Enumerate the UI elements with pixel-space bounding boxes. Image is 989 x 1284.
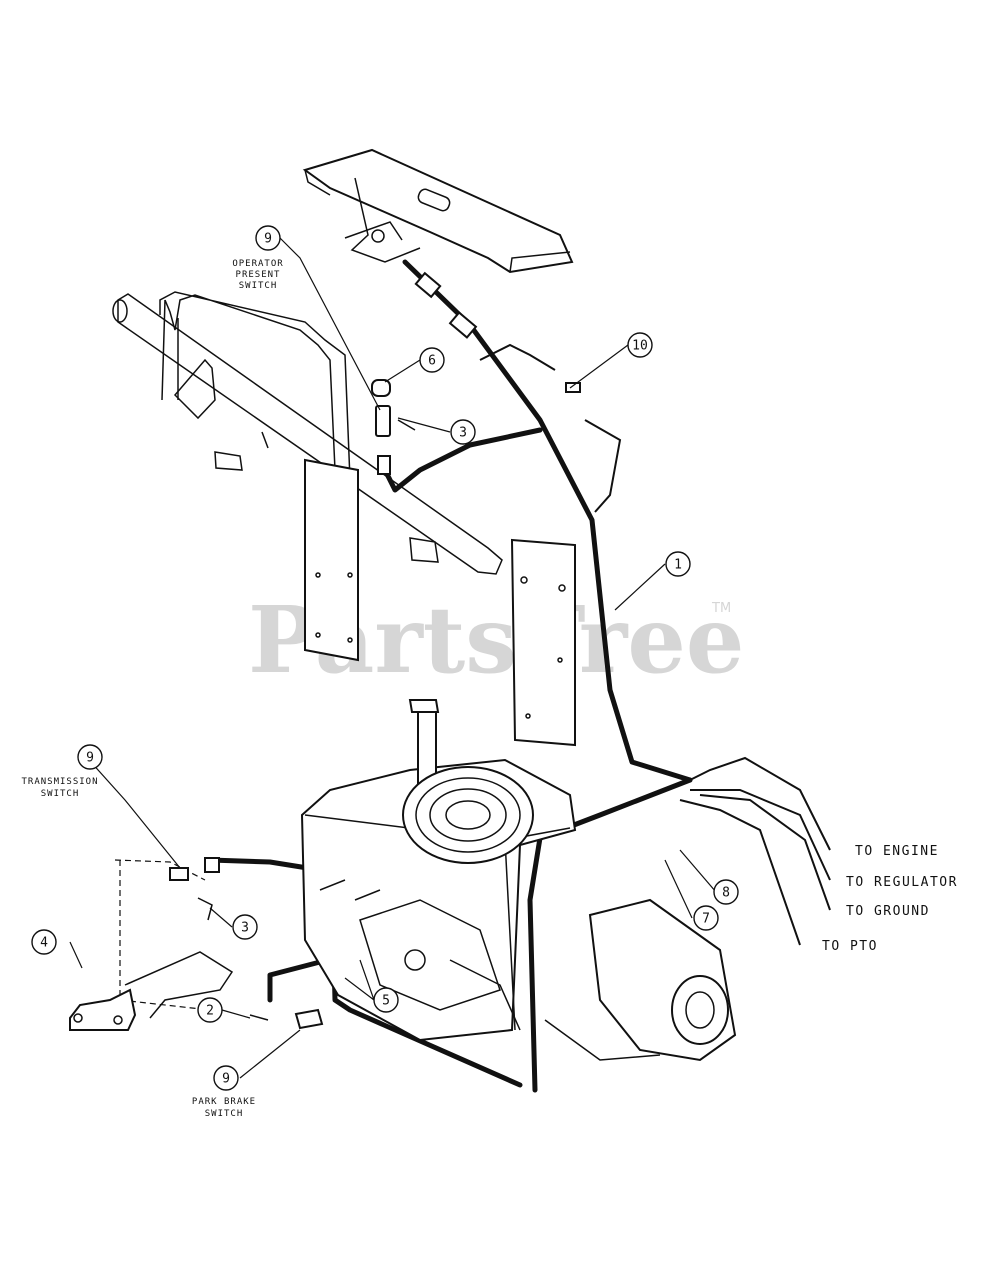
svg-text:TRANSMISSION: TRANSMISSION [21,777,98,787]
callout-4: 4 [31,929,57,955]
callout-3-mid: 3 [232,914,258,940]
leader-lines [69,237,717,1079]
svg-text:SWITCH: SWITCH [205,1109,244,1119]
park-brake-switch-label: PARK BRAKE SWITCH [192,1097,256,1119]
svg-text:PRESENT: PRESENT [236,270,281,280]
svg-text:3: 3 [459,426,467,441]
callout-3-top: 3 [450,419,476,445]
operator-present-switch-label: OPERATOR PRESENT SWITCH [232,259,283,291]
svg-text:SWITCH: SWITCH [239,281,278,291]
svg-text:2: 2 [206,1004,214,1019]
svg-text:3: 3 [241,921,249,936]
callout-6: 6 [419,347,445,373]
callout-1: 1 [665,551,691,577]
svg-text:4: 4 [40,936,48,951]
svg-text:PARK BRAKE: PARK BRAKE [192,1097,256,1107]
callout-10: 10 [627,332,653,358]
svg-text:1: 1 [674,558,682,573]
callout-8: 8 [713,879,739,905]
svg-text:6: 6 [428,354,436,369]
seat-plates [214,451,576,747]
to-engine-label: TO ENGINE [855,844,939,859]
engine-block [300,699,577,1042]
svg-text:9: 9 [86,751,94,766]
connectors [204,271,581,873]
transaxle [544,898,737,1062]
callout-7: 7 [693,905,719,931]
operator-switch [371,379,416,437]
callout-9-park: 9 [213,1065,239,1091]
callout-9-transmission: 9 [77,744,103,770]
svg-text:SWITCH: SWITCH [41,789,80,799]
to-regulator-label: TO REGULATOR [846,875,958,890]
svg-text:OPERATOR: OPERATOR [232,259,283,269]
transmission-switch-label: TRANSMISSION SWITCH [21,777,98,799]
to-pto-label: TO PTO [822,939,878,954]
svg-text:8: 8 [722,886,730,901]
watermark-trademark: TM [711,601,731,616]
callout-9-operator: 9 [255,225,281,251]
svg-text:9: 9 [222,1072,230,1087]
callout-5: 5 [373,987,399,1013]
brake-bracket [69,859,324,1031]
to-ground-label: TO GROUND [846,904,930,919]
svg-text:10: 10 [632,339,648,354]
callout-2: 2 [197,997,223,1023]
svg-text:7: 7 [702,912,710,927]
svg-text:9: 9 [264,232,272,247]
dash-panel [302,148,574,274]
svg-text:5: 5 [382,994,390,1009]
